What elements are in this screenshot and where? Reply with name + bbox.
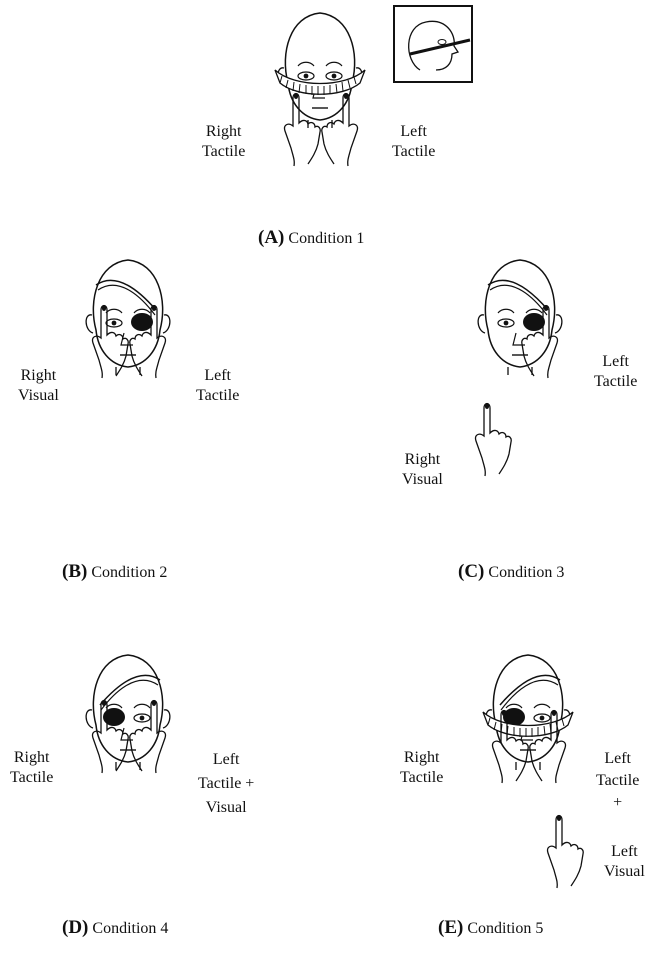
label-line: Left [212,751,240,768]
panel-b-right-label: Right Visual [18,366,59,406]
label-line: Tactile + [198,775,255,792]
label-line: Left [602,353,629,370]
label-line: Tactile [196,387,240,404]
panel-b-caption: (B) Condition 2 [62,562,167,583]
panel-d-caption: (D) Condition 4 [62,918,168,939]
panel-c-drawing [477,259,563,379]
panel-e-left-visual-label: Left Visual [604,842,645,882]
label-line: Visual [402,471,443,488]
label-line: Right [404,451,441,468]
label-line: Right [205,123,242,140]
panel-letter: (E) [438,917,464,938]
panel-letter: (B) [62,561,88,582]
condition-label: Condition 4 [92,920,169,937]
label-line: Tactile [594,373,638,390]
panel-c-caption: (C) Condition 3 [458,562,564,583]
panel-a-left-label: Left Tactile [392,122,435,162]
panel-d-left-label: Left Tactile + Visual [198,748,254,820]
panel-e-caption: (E) Condition 5 [438,918,543,939]
label-line: Left [611,843,638,860]
label-line: Visual [205,799,247,816]
panel-e-hand [546,814,584,889]
label-line: Visual [18,387,59,404]
panel-e-left-label: Left Tactile + [596,748,639,814]
label-line: Tactile [400,769,444,786]
panel-letter: (D) [62,917,89,938]
panel-b-left-label: Left Tactile [196,366,239,406]
panel-d-right-label: Right Tactile [10,748,53,788]
label-line: Right [20,367,57,384]
label-line: Tactile [392,143,436,160]
panel-c-right-label: Right Visual [402,450,443,490]
label-line: Right [403,749,440,766]
label-line: Left [400,123,427,140]
panel-a-drawing [274,12,366,167]
label-line: Tactile [10,769,54,786]
condition-label: Condition 5 [467,920,544,937]
panel-d-drawing [85,654,171,774]
condition-label: Condition 1 [288,230,365,247]
label-line: Tactile [596,772,640,789]
label-line: Left [604,750,631,767]
label-line: Left [204,367,231,384]
panel-a-right-label: Right Tactile [202,122,245,162]
condition-label: Condition 3 [488,564,565,581]
panel-c-left-label: Left Tactile [594,352,637,392]
panel-letter: (A) [258,227,285,248]
panel-c-hand [474,402,512,477]
profile-inset [393,5,473,83]
label-line: Visual [604,863,645,880]
panel-b-drawing [85,259,171,379]
panel-a-caption: (A) Condition 1 [258,228,364,249]
panel-e-drawing [482,654,574,784]
label-line: + [613,794,623,811]
panel-e-right-label: Right Tactile [400,748,443,788]
label-line: Right [13,749,50,766]
label-line: Tactile [202,143,246,160]
condition-label: Condition 2 [91,564,168,581]
panel-letter: (C) [458,561,485,582]
